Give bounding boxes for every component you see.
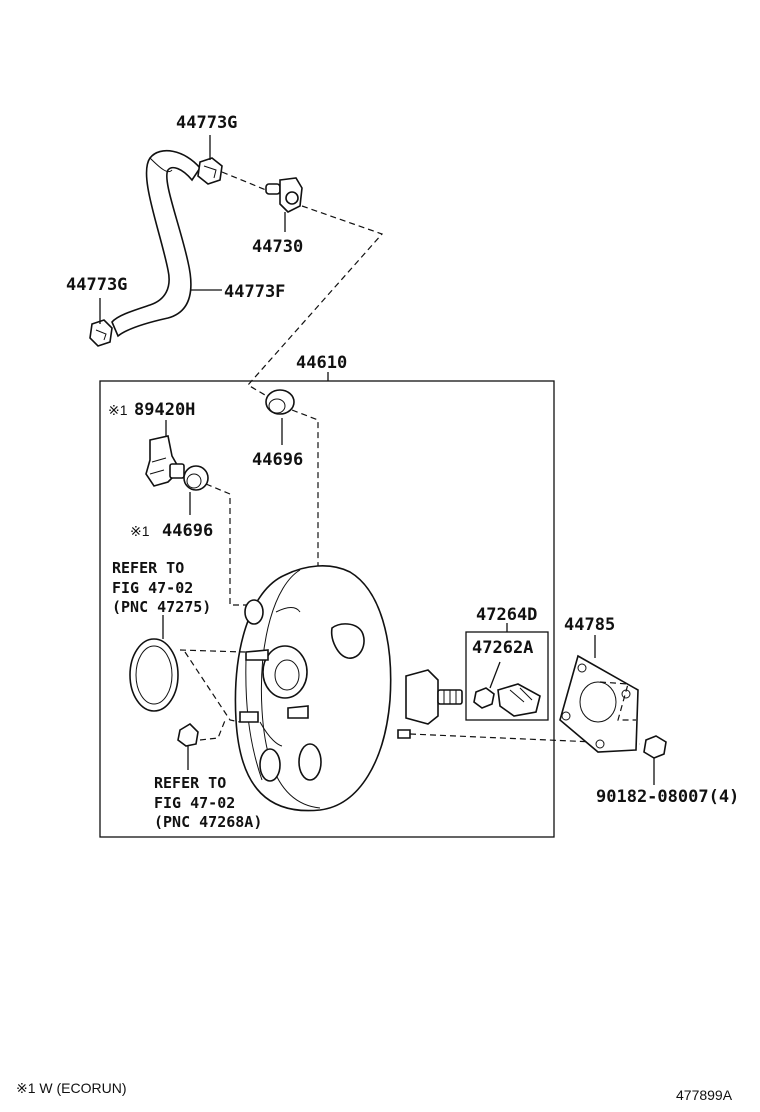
refer-top-line1: REFER TO — [112, 559, 184, 577]
refer-bottom-line3: (PNC 47268A) — [154, 813, 262, 831]
label-grommet-right: 44696 — [252, 450, 303, 470]
refer-top-line2: FIG 47-02 — [112, 579, 193, 597]
pressure-sensor-icon[interactable] — [145, 435, 185, 487]
label-nut: 90182-08007(4) — [596, 787, 739, 807]
o-ring-icon — [129, 638, 179, 712]
label-sensor: 89420H — [134, 400, 195, 420]
brake-booster-body[interactable] — [234, 565, 463, 812]
footnote: ※1 W (ECORUN) — [16, 1080, 127, 1096]
gasket-icon[interactable] — [559, 654, 639, 753]
grommet-right-icon[interactable] — [265, 389, 295, 415]
vacuum-line-connection — [221, 171, 384, 396]
check-valve-icon[interactable] — [265, 177, 303, 213]
nut-icon[interactable] — [643, 735, 667, 759]
refer-top-line3: (PNC 47275) — [112, 598, 211, 616]
hose-clamp-top-icon[interactable] — [197, 157, 223, 185]
label-clevis: 47262A — [472, 638, 533, 658]
booster-assembly-frame — [99, 380, 555, 838]
label-hose-clamp-top: 44773G — [176, 113, 237, 133]
label-check-valve: 44730 — [252, 237, 303, 257]
clevis-icon[interactable] — [497, 683, 541, 717]
refer-bottom-line1: REFER TO — [154, 774, 226, 792]
refer-bottom-line2: FIG 47-02 — [154, 794, 235, 812]
grommet-left-icon[interactable] — [183, 465, 209, 491]
label-clevis-set: 47264D — [476, 605, 537, 625]
hose-clamp-bottom-icon[interactable] — [89, 319, 113, 347]
label-booster-assembly: 44610 — [296, 353, 347, 373]
vacuum-hose[interactable] — [111, 150, 201, 338]
label-grommet-left-prefix: ※1 — [130, 523, 150, 539]
clip-icon — [177, 722, 199, 747]
drawing-number: 477899A — [676, 1087, 733, 1103]
label-sensor-prefix: ※1 — [108, 402, 128, 418]
clevis-nut-icon[interactable] — [473, 687, 495, 709]
label-vacuum-hose: 44773F — [224, 282, 285, 302]
label-grommet-left: 44696 — [162, 521, 213, 541]
label-hose-clamp-bottom: 44773G — [66, 275, 127, 295]
label-gasket: 44785 — [564, 615, 615, 635]
